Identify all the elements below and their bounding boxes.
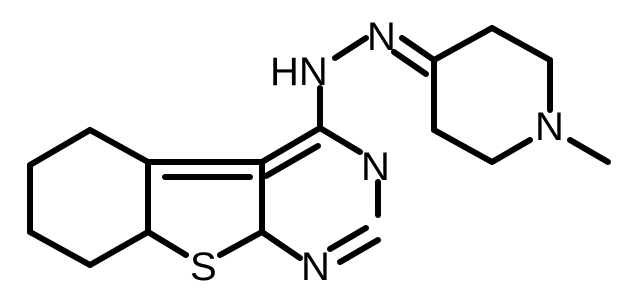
cyclohexane-ring: [27, 127, 151, 268]
piperidine-ring: [431, 25, 611, 165]
hydrazone-linker: [317, 35, 437, 131]
bond: [27, 229, 93, 268]
pyrimidine-nitrogen-top-label: N: [361, 145, 390, 189]
bond: [327, 225, 369, 252]
azo-nitrogen-label: N: [367, 15, 396, 59]
bond: [567, 137, 611, 165]
bond: [145, 229, 189, 258]
piperidine-nitrogen-label: N: [535, 105, 564, 149]
thiophene-sulfur-label: S: [190, 245, 217, 289]
bond: [489, 25, 553, 63]
bond: [259, 229, 303, 261]
hn-label: HN: [270, 50, 328, 94]
bond: [399, 35, 437, 63]
bond: [431, 25, 495, 63]
bond: [317, 125, 363, 155]
bond: [27, 127, 93, 168]
bond: [263, 143, 321, 179]
bond: [217, 229, 265, 258]
pyrimidine-nitrogen-bottom-label: N: [301, 245, 330, 289]
bond: [87, 127, 151, 165]
bond: [489, 137, 533, 165]
bond: [332, 35, 369, 61]
bond: [87, 229, 151, 268]
bond: [259, 125, 323, 165]
bond: [431, 127, 495, 165]
pyrimidine-ring: [259, 125, 381, 265]
bond: [391, 49, 429, 77]
thiophene-ring: [145, 159, 265, 258]
bond: [337, 237, 381, 265]
